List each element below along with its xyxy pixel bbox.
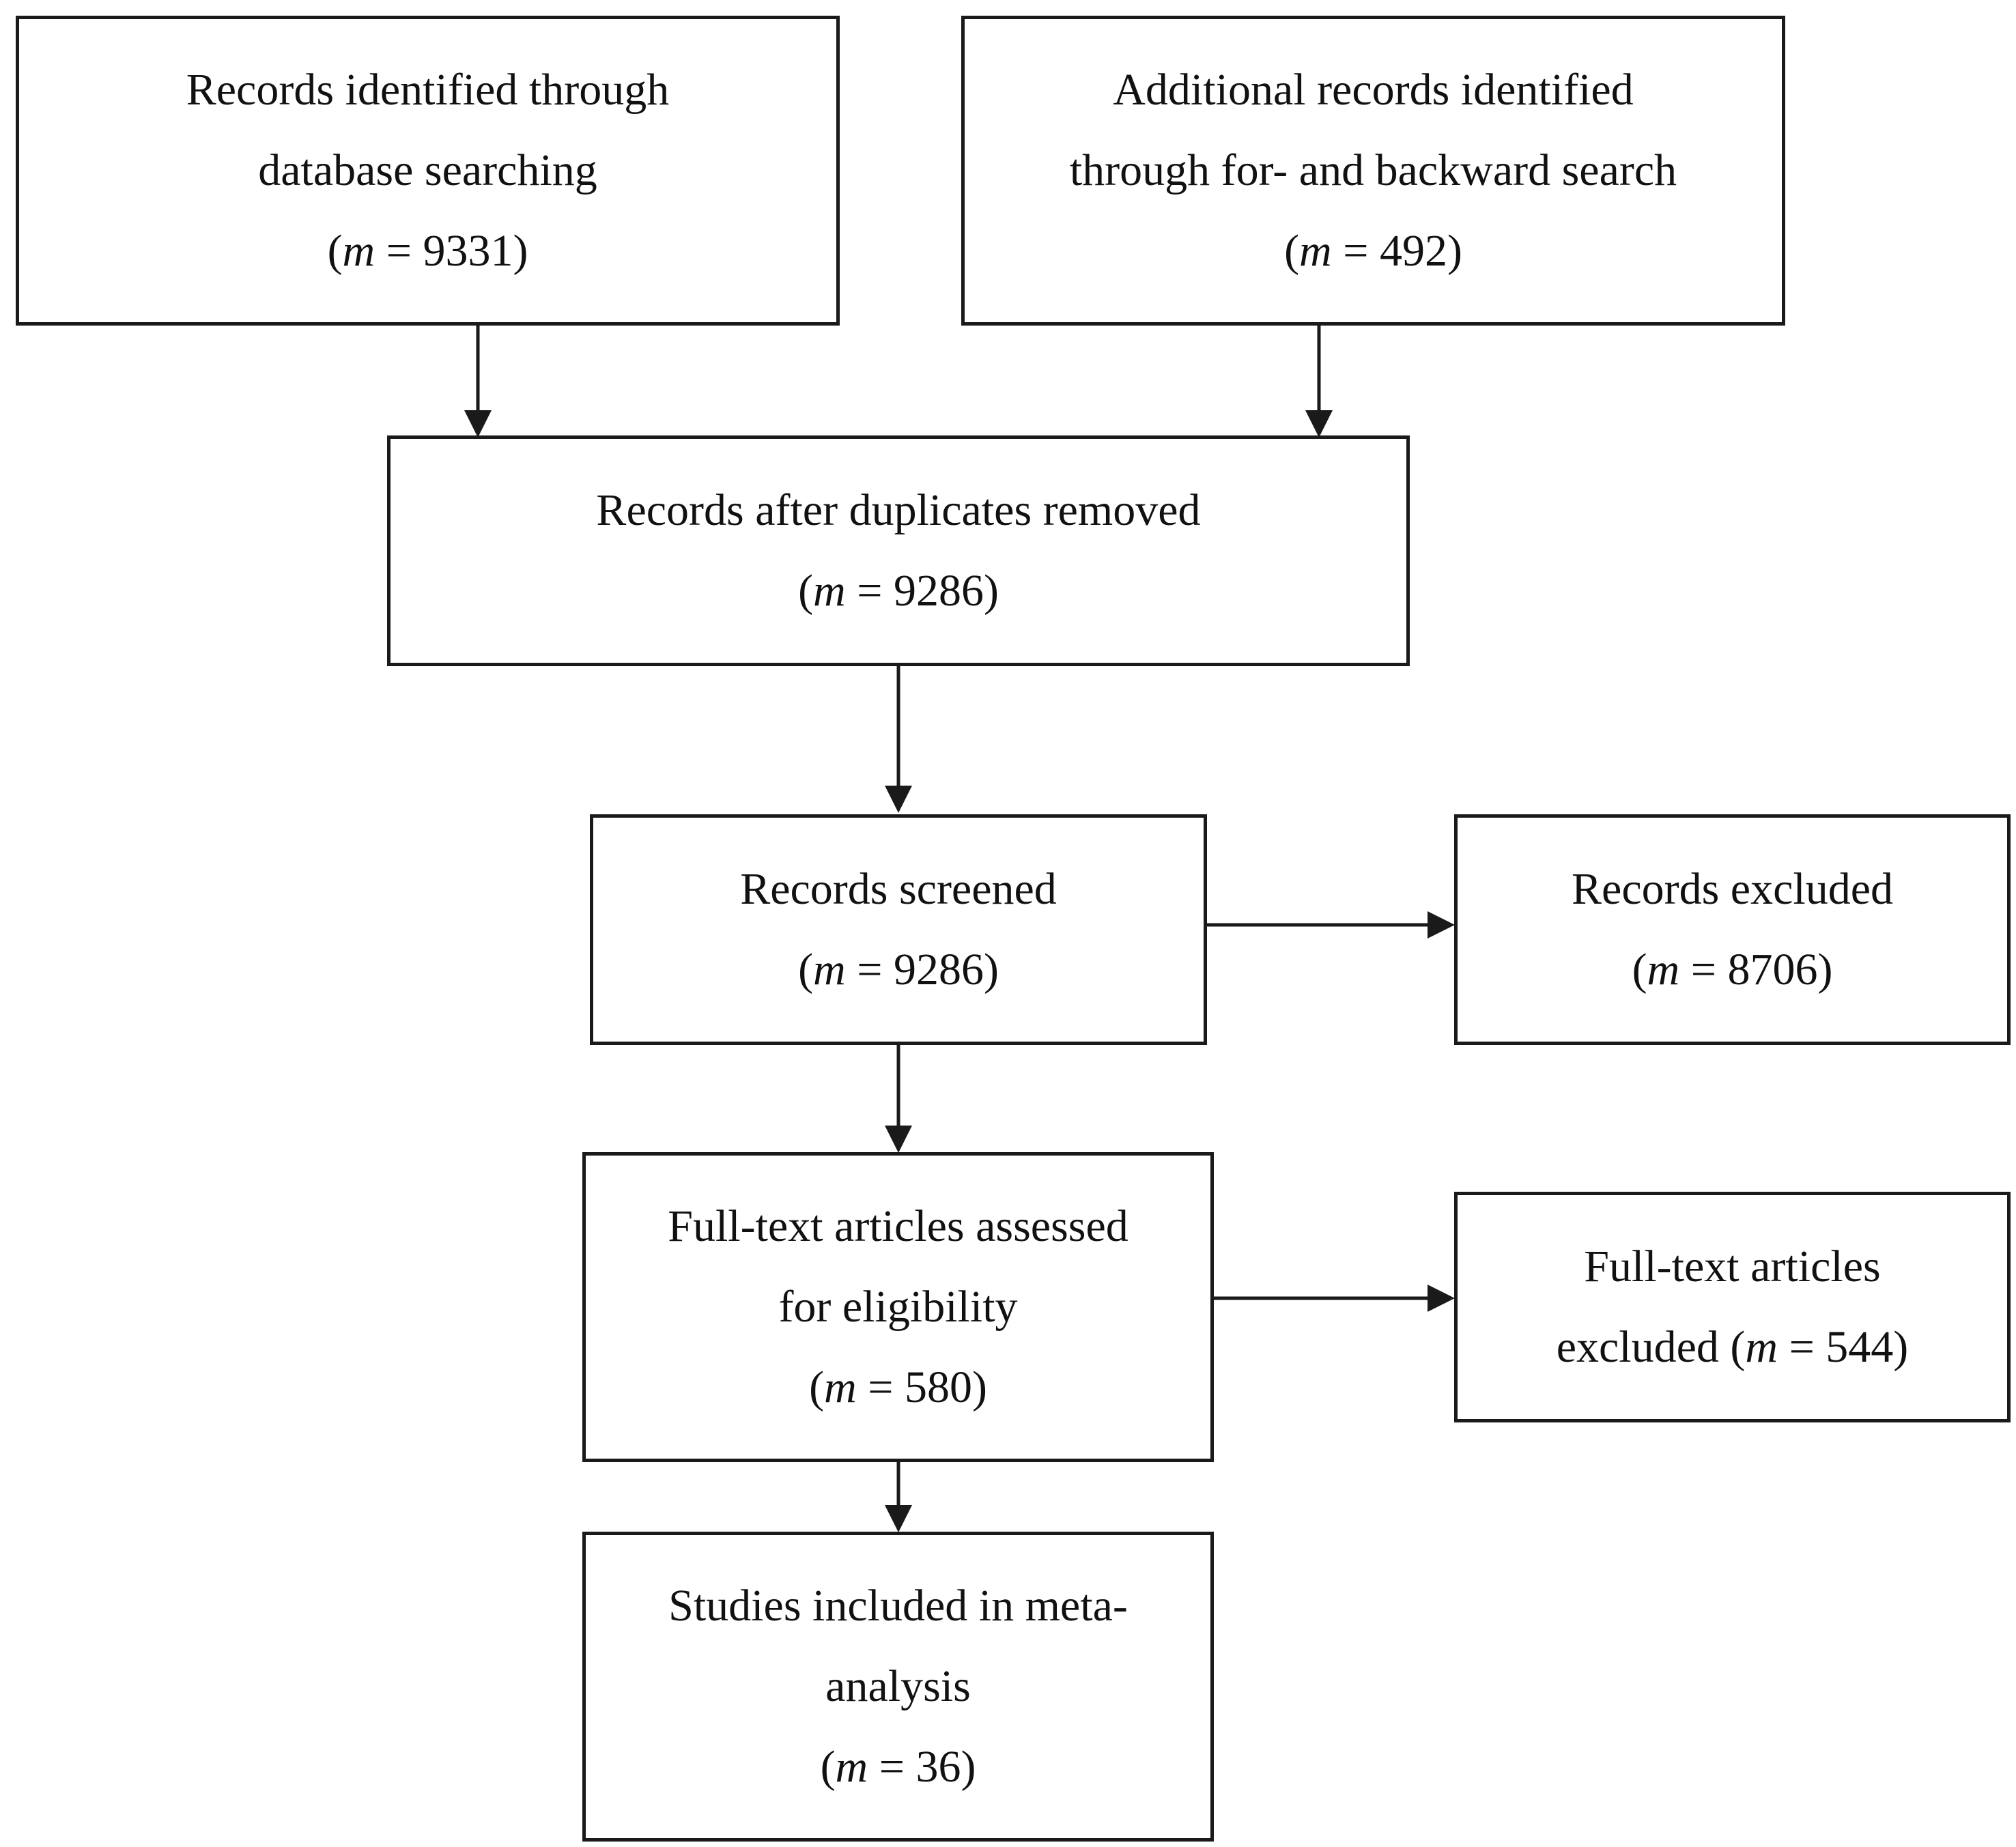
box-text-line: analysis xyxy=(825,1661,971,1711)
box-text-line: database searching xyxy=(258,145,597,195)
box-text-line: Records after duplicates removed xyxy=(596,485,1201,535)
record-count: (m = 492) xyxy=(1284,226,1462,276)
box-text-line: through for- and backward search xyxy=(1069,145,1677,195)
box-text-line: Records excluded xyxy=(1572,864,1893,914)
box-text-line: for eligibility xyxy=(778,1282,1018,1332)
additional-records-box: Additional records identified through fo… xyxy=(961,16,1785,326)
box-text-line: Full-text articles xyxy=(1584,1242,1881,1291)
records-excluded-box: Records excluded (m = 8706) xyxy=(1454,814,2011,1045)
records-screened-box: Records screened (m = 9286) xyxy=(590,814,1207,1045)
box-text-line: Records identified through xyxy=(186,65,670,115)
fulltext-excluded-box: Full-text articles excluded (m = 544) xyxy=(1454,1192,2011,1422)
record-count: (m = 580) xyxy=(809,1362,987,1412)
studies-included-box: Studies included in meta- analysis (m = … xyxy=(582,1532,1214,1842)
box-text-line: Records screened xyxy=(740,864,1057,914)
records-after-duplicates-box: Records after duplicates removed (m = 92… xyxy=(387,435,1410,666)
box-text-line: Full-text articles assessed xyxy=(668,1201,1128,1251)
records-identified-database-box: Records identified through database sear… xyxy=(16,16,840,326)
record-count: (m = 9286) xyxy=(798,945,999,994)
record-count: (m = 8706) xyxy=(1632,945,1833,994)
record-count: (m = 36) xyxy=(820,1742,976,1792)
fulltext-assessed-box: Full-text articles assessed for eligibil… xyxy=(582,1152,1214,1462)
record-count: (m = 9331) xyxy=(327,226,528,276)
box-text-line: Additional records identified xyxy=(1113,65,1634,115)
record-count: excluded (m = 544) xyxy=(1556,1322,1909,1372)
record-count: (m = 9286) xyxy=(798,566,999,616)
box-text-line: Studies included in meta- xyxy=(668,1581,1128,1631)
